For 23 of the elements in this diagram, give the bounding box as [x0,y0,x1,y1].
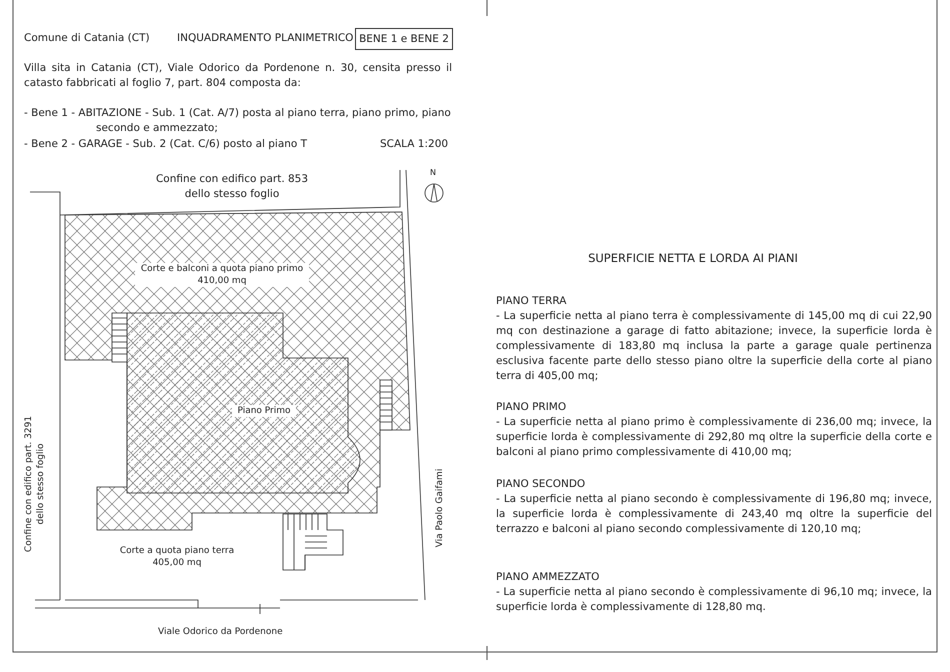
floor-description: - La superficie netta al piano secondo è complessivamente di 196,80 mq; invece, la superficie lorda è complessivamente di 243,40 mq oltre la superficie del terrazzo e balconi al piano secondo complessivamente di 120,10 mq; [496,492,932,537]
drawing-title: INQUADRAMENTO PLANIMETRICO [177,31,354,46]
area-label: Corte e balconi a quota piano primo 410,00 mq [135,263,309,287]
floor-description: - La superficie netta al piano secondo è complessivamente di 96,10 mq; invece, la superficie lorda è complessivamente di 128,80 mq. [496,585,932,615]
location-heading: Comune di Catania (CT) [24,31,150,46]
boundary-note: Confine con edifico part. 853 dello stesso foglio [154,172,310,202]
floor-description: - La superficie netta al piano primo è complessivamente di 236,00 mq; invece, la superficie lorda è complessivamente di 292,80 mq oltre la superficie della corte e balconi al piano primo complessivamente di 410,00 mq; [496,415,932,460]
floor-heading: PIANO PRIMO [496,400,566,415]
scale-note: SCALA 1:200 [380,137,448,152]
floor-description: - La superficie netta al piano terra è complessivamente di 145,00 mq di cui 22,90 mq con destinazione a garage di fatto abitazione; invece, la superficie lorda è complessivamente di 183,80 mq inclusa la parte a garage quale pertinenza esclusiva facente parte dello stesso piano oltre la superficie della corte al piano terra di 405,00 mq; [496,309,932,384]
area-label: Piano Primo [232,405,296,417]
north-label: N [430,167,436,178]
floor-heading: PIANO TERRA [496,294,566,309]
property-item: - Bene 1 - ABITAZIONE - Sub. 1 (Cat. A/7) posta al piano terra, piano primo, piano secondo e ammezzato; [24,106,452,136]
property-item: - Bene 2 - GARAGE - Sub. 2 (Cat. C/6) posto al piano T [24,137,308,152]
title-box: BENE 1 e BENE 2 [355,28,453,50]
property-description: Villa sita in Catania (CT), Viale Odorico da Pordenone n. 30, censita presso il catasto fabbricati al foglio 7, part. 804 composta da: [24,61,452,91]
section-heading: SUPERFICIE NETTA E LORDA AI PIANI [587,251,799,266]
boundary-note: Confine con edifico part. 3291 dello stesso foglio [23,414,47,554]
floor-heading: PIANO AMMEZZATO [496,570,600,585]
street-name: Via Paolo Gaifami [434,468,446,550]
street-name: Viale Odorico da Pordenone [158,626,283,638]
floor-heading: PIANO SECONDO [496,477,586,492]
